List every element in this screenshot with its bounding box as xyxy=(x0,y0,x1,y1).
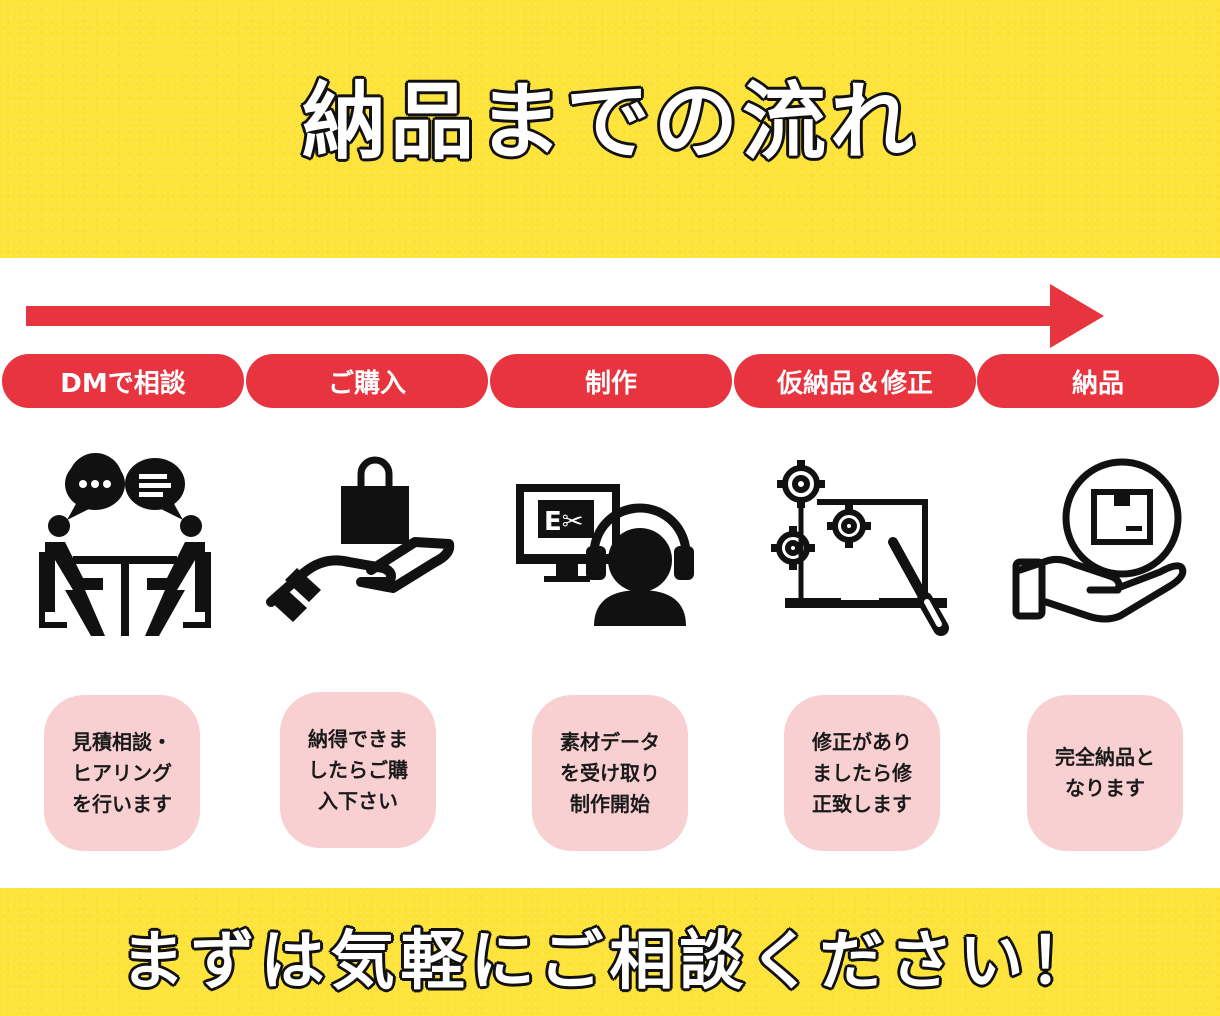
desc-line: 正致します xyxy=(812,791,912,816)
desc-line: ましたら修 xyxy=(812,760,912,785)
desc-line: 入下さい xyxy=(318,788,398,813)
desc-line: を受け取り xyxy=(560,760,660,785)
header-band: 納品までの流れ xyxy=(0,0,1220,258)
desc-line: 完全納品と xyxy=(1055,745,1155,769)
step-description-revision: 修正があり ましたら修 正致します xyxy=(784,695,940,851)
desc-line: なります xyxy=(1065,776,1145,800)
page-title: 納品までの流れ xyxy=(300,71,918,172)
desc-line: 納得できま xyxy=(308,726,408,751)
designer-headset-monitor-icon: E✂ xyxy=(516,484,694,626)
desc-line: 見積相談・ xyxy=(72,729,172,754)
step-description-production: 素材データ を受け取り 制作開始 xyxy=(532,695,688,851)
step-label-revision: 仮納品＆修正 xyxy=(734,354,976,408)
step-description-purchase: 納得できま したらご購 入下さい xyxy=(280,692,436,848)
desc-line: 制作開始 xyxy=(570,791,650,816)
step-label-purchase: ご購入 xyxy=(246,354,488,408)
step-description-delivery: 完全納品と なります xyxy=(1027,695,1183,851)
svg-text:E✂: E✂ xyxy=(544,507,584,537)
laptop-gears-tools-icon xyxy=(771,460,949,636)
delivery-package-hand-icon xyxy=(1012,458,1187,623)
cta-text: まずは気軽にご相談ください！ xyxy=(119,924,1100,1001)
shopping-bag-hand-icon xyxy=(266,456,455,622)
desc-line: ヒアリング xyxy=(72,760,172,785)
cta-band: まずは気軽にご相談ください！ xyxy=(0,888,1220,1016)
consultation-chat-icon xyxy=(39,453,211,636)
desc-line: を行います xyxy=(72,791,172,816)
flow-arrow-icon xyxy=(26,284,1104,348)
desc-line: したらご購 xyxy=(308,757,408,782)
step-label-consultation: DMで相談 xyxy=(2,354,244,408)
desc-line: 素材データ xyxy=(560,729,660,754)
step-description-consultation: 見積相談・ ヒアリング を行います xyxy=(44,695,200,851)
step-label-delivery: 納品 xyxy=(977,354,1219,408)
step-label-production: 制作 xyxy=(490,354,732,408)
desc-line: 修正があり xyxy=(812,729,912,754)
